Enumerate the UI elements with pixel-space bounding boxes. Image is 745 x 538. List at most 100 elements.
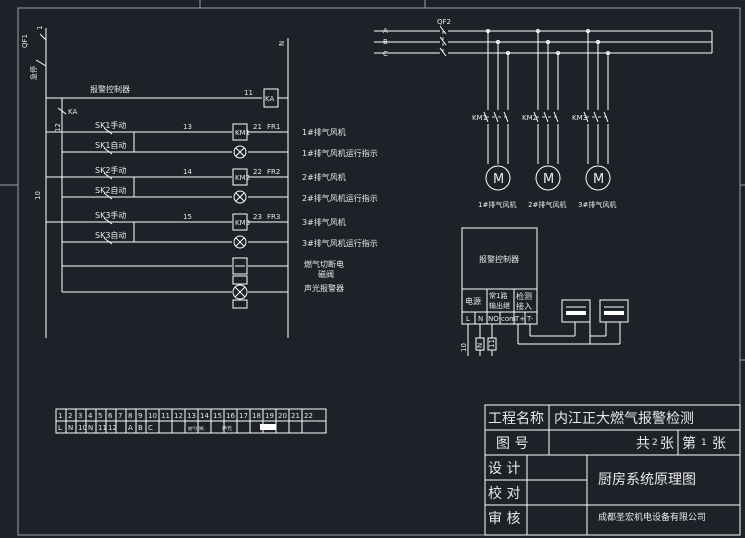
controller-box: 报警控制器 电源 常1路 输出继 检测 接入 L N NO com T+ T- … bbox=[460, 227, 629, 356]
fan-row-3-wire: 15 bbox=[183, 213, 192, 221]
motor-2-symbol: M bbox=[543, 172, 554, 187]
terminal-8-assign: A bbox=[128, 424, 133, 432]
terminal-1: 1 bbox=[58, 412, 62, 420]
fan-row-2-coil-wire: 22 bbox=[253, 168, 262, 176]
sheet-no-label: 第 bbox=[682, 435, 696, 452]
fan-3-label: 3#排气风机 bbox=[578, 200, 616, 209]
qf2-label: QF2 bbox=[437, 18, 451, 26]
wire-11: 11 bbox=[244, 89, 253, 97]
drawing-title: 厨房系统原理图 bbox=[598, 472, 696, 488]
fan-row-2-manual: SK2手动 bbox=[95, 165, 126, 175]
terminal-2-assign: N bbox=[68, 424, 73, 432]
contactor-3: KM3 bbox=[572, 114, 587, 122]
terminal-n: N bbox=[478, 315, 483, 323]
terminal-21: 21 bbox=[291, 412, 300, 420]
terminal-12: 12 bbox=[174, 412, 183, 420]
terminal-9-assign: B bbox=[138, 424, 143, 432]
phase-c: C bbox=[383, 50, 388, 58]
terminal-13: 13 bbox=[187, 412, 196, 420]
fan-row-1-wire: 13 bbox=[183, 123, 192, 131]
col-det-2: 接入 bbox=[516, 301, 532, 311]
col-det-1: 检测 bbox=[516, 291, 532, 301]
fan-row-1-manual: SK1手动 bbox=[95, 120, 126, 130]
fan-row-3-indicator: 3#排气风机运行指示 bbox=[302, 238, 378, 248]
project-name: 内江正大燃气报警检测 bbox=[554, 410, 694, 427]
total-sheets-label: 共 bbox=[636, 436, 650, 452]
terminal-11: 11 bbox=[161, 412, 170, 420]
terminal-14: 14 bbox=[200, 412, 209, 420]
terminal-1-assign: L bbox=[58, 424, 62, 432]
wire-11b: 11 bbox=[488, 339, 496, 348]
contactor-1: KM1 bbox=[472, 114, 487, 122]
fan-row-2-indicator: 2#排气风机运行指示 bbox=[302, 193, 378, 203]
ka-contact: KA bbox=[68, 108, 77, 116]
total-sheets-num: 2 bbox=[652, 438, 658, 448]
terminal-4: 4 bbox=[88, 412, 93, 420]
drawing-number-label: 图 号 bbox=[496, 436, 528, 452]
controller-box-title: 报警控制器 bbox=[479, 254, 519, 264]
terminal-17: 17 bbox=[239, 412, 248, 420]
terminal-l: L bbox=[466, 315, 470, 323]
fan-row-1-load: 1#排气风机 bbox=[302, 127, 346, 137]
fan-row-3-manual: SK3手动 bbox=[95, 210, 126, 220]
qf1-pole: 1 bbox=[36, 26, 44, 30]
fan-1-label: 1#排气风机 bbox=[478, 200, 516, 209]
fan-row-2-load: 2#排气风机 bbox=[302, 172, 346, 182]
fan-row-1-coil: KM1 bbox=[235, 129, 250, 137]
terminal-mark-siren: 声光 bbox=[222, 425, 232, 432]
sheet-no-unit: 张 bbox=[712, 436, 726, 452]
wire-10: 10 bbox=[460, 343, 468, 352]
wire-12-label: 12 bbox=[54, 123, 62, 132]
terminal-4-assign: N bbox=[88, 424, 93, 432]
drawing-frame bbox=[17, 7, 741, 536]
terminal-6: 6 bbox=[108, 412, 113, 420]
terminal-15: 15 bbox=[213, 412, 222, 420]
terminal-3-assign: 10 bbox=[78, 424, 87, 432]
terminal-20: 20 bbox=[278, 412, 287, 420]
total-sheets-unit: 张 bbox=[660, 436, 674, 452]
terminal-19: 19 bbox=[265, 412, 274, 420]
project-label: 工程名称 bbox=[488, 411, 544, 427]
ka-coil: KA bbox=[265, 95, 274, 103]
alarm-controller-label: 报警控制器 bbox=[90, 84, 130, 94]
gas-valve-line1: 燃气切断电 bbox=[304, 259, 344, 269]
terminal-tminus: T- bbox=[526, 315, 534, 323]
terminal-8: 8 bbox=[128, 412, 132, 420]
terminal-18: 18 bbox=[252, 412, 261, 420]
design-label: 设 计 bbox=[488, 461, 520, 477]
fan-row-3-coil: KM3 bbox=[235, 219, 250, 227]
company-name: 成都圣宏机电设备有限公司 bbox=[598, 511, 706, 523]
terminal-7: 7 bbox=[118, 412, 122, 420]
terminal-2: 2 bbox=[68, 412, 72, 420]
fan-row-3-load: 3#排气风机 bbox=[302, 217, 346, 227]
siren-label: 声光报警器 bbox=[304, 283, 344, 293]
terminal-10-assign: C bbox=[148, 424, 153, 432]
fan-row-1-indicator: 1#排气风机运行指示 bbox=[302, 148, 378, 158]
fan-row-2-auto: SK2自动 bbox=[95, 185, 126, 195]
rail-label-10: 10 bbox=[34, 191, 42, 200]
wire-n: N bbox=[476, 343, 484, 348]
review-label: 审 核 bbox=[488, 511, 520, 527]
right-rail-label: N bbox=[278, 41, 286, 46]
contactor-2: KM2 bbox=[522, 114, 537, 122]
col-out-2: 输出继 bbox=[489, 301, 510, 310]
terminal-mark-gas: 燃气切断 bbox=[188, 425, 204, 431]
title-block: 工程名称 内江正大燃气报警检测 图 号 共 2 张 第 1 张 设 计 校 对 … bbox=[484, 404, 741, 536]
terminal-10: 10 bbox=[148, 412, 157, 420]
estop-label: 急停 bbox=[29, 66, 38, 80]
motor-3-symbol: M bbox=[593, 172, 604, 187]
fan-row-3-coil-wire: 23 bbox=[253, 213, 262, 221]
col-power: 电源 bbox=[465, 296, 481, 306]
control-circuit: QF1 1 急停 10 12 N KA 报警控制器 11 KA SK1手动SK1… bbox=[21, 26, 378, 338]
fan-row-3-auto: SK3自动 bbox=[95, 230, 126, 240]
terminal-com: com bbox=[501, 315, 516, 323]
terminal-22: 22 bbox=[304, 412, 313, 420]
col-out-1: 常1路 bbox=[489, 291, 507, 300]
qf1-label: QF1 bbox=[21, 34, 29, 48]
terminal-tplus: T+ bbox=[514, 315, 525, 323]
fan-row-1-coil-wire: 21 bbox=[253, 123, 262, 131]
fan-row-1-fr: FR1 bbox=[267, 123, 280, 131]
fan-row-2-wire: 14 bbox=[183, 168, 192, 176]
